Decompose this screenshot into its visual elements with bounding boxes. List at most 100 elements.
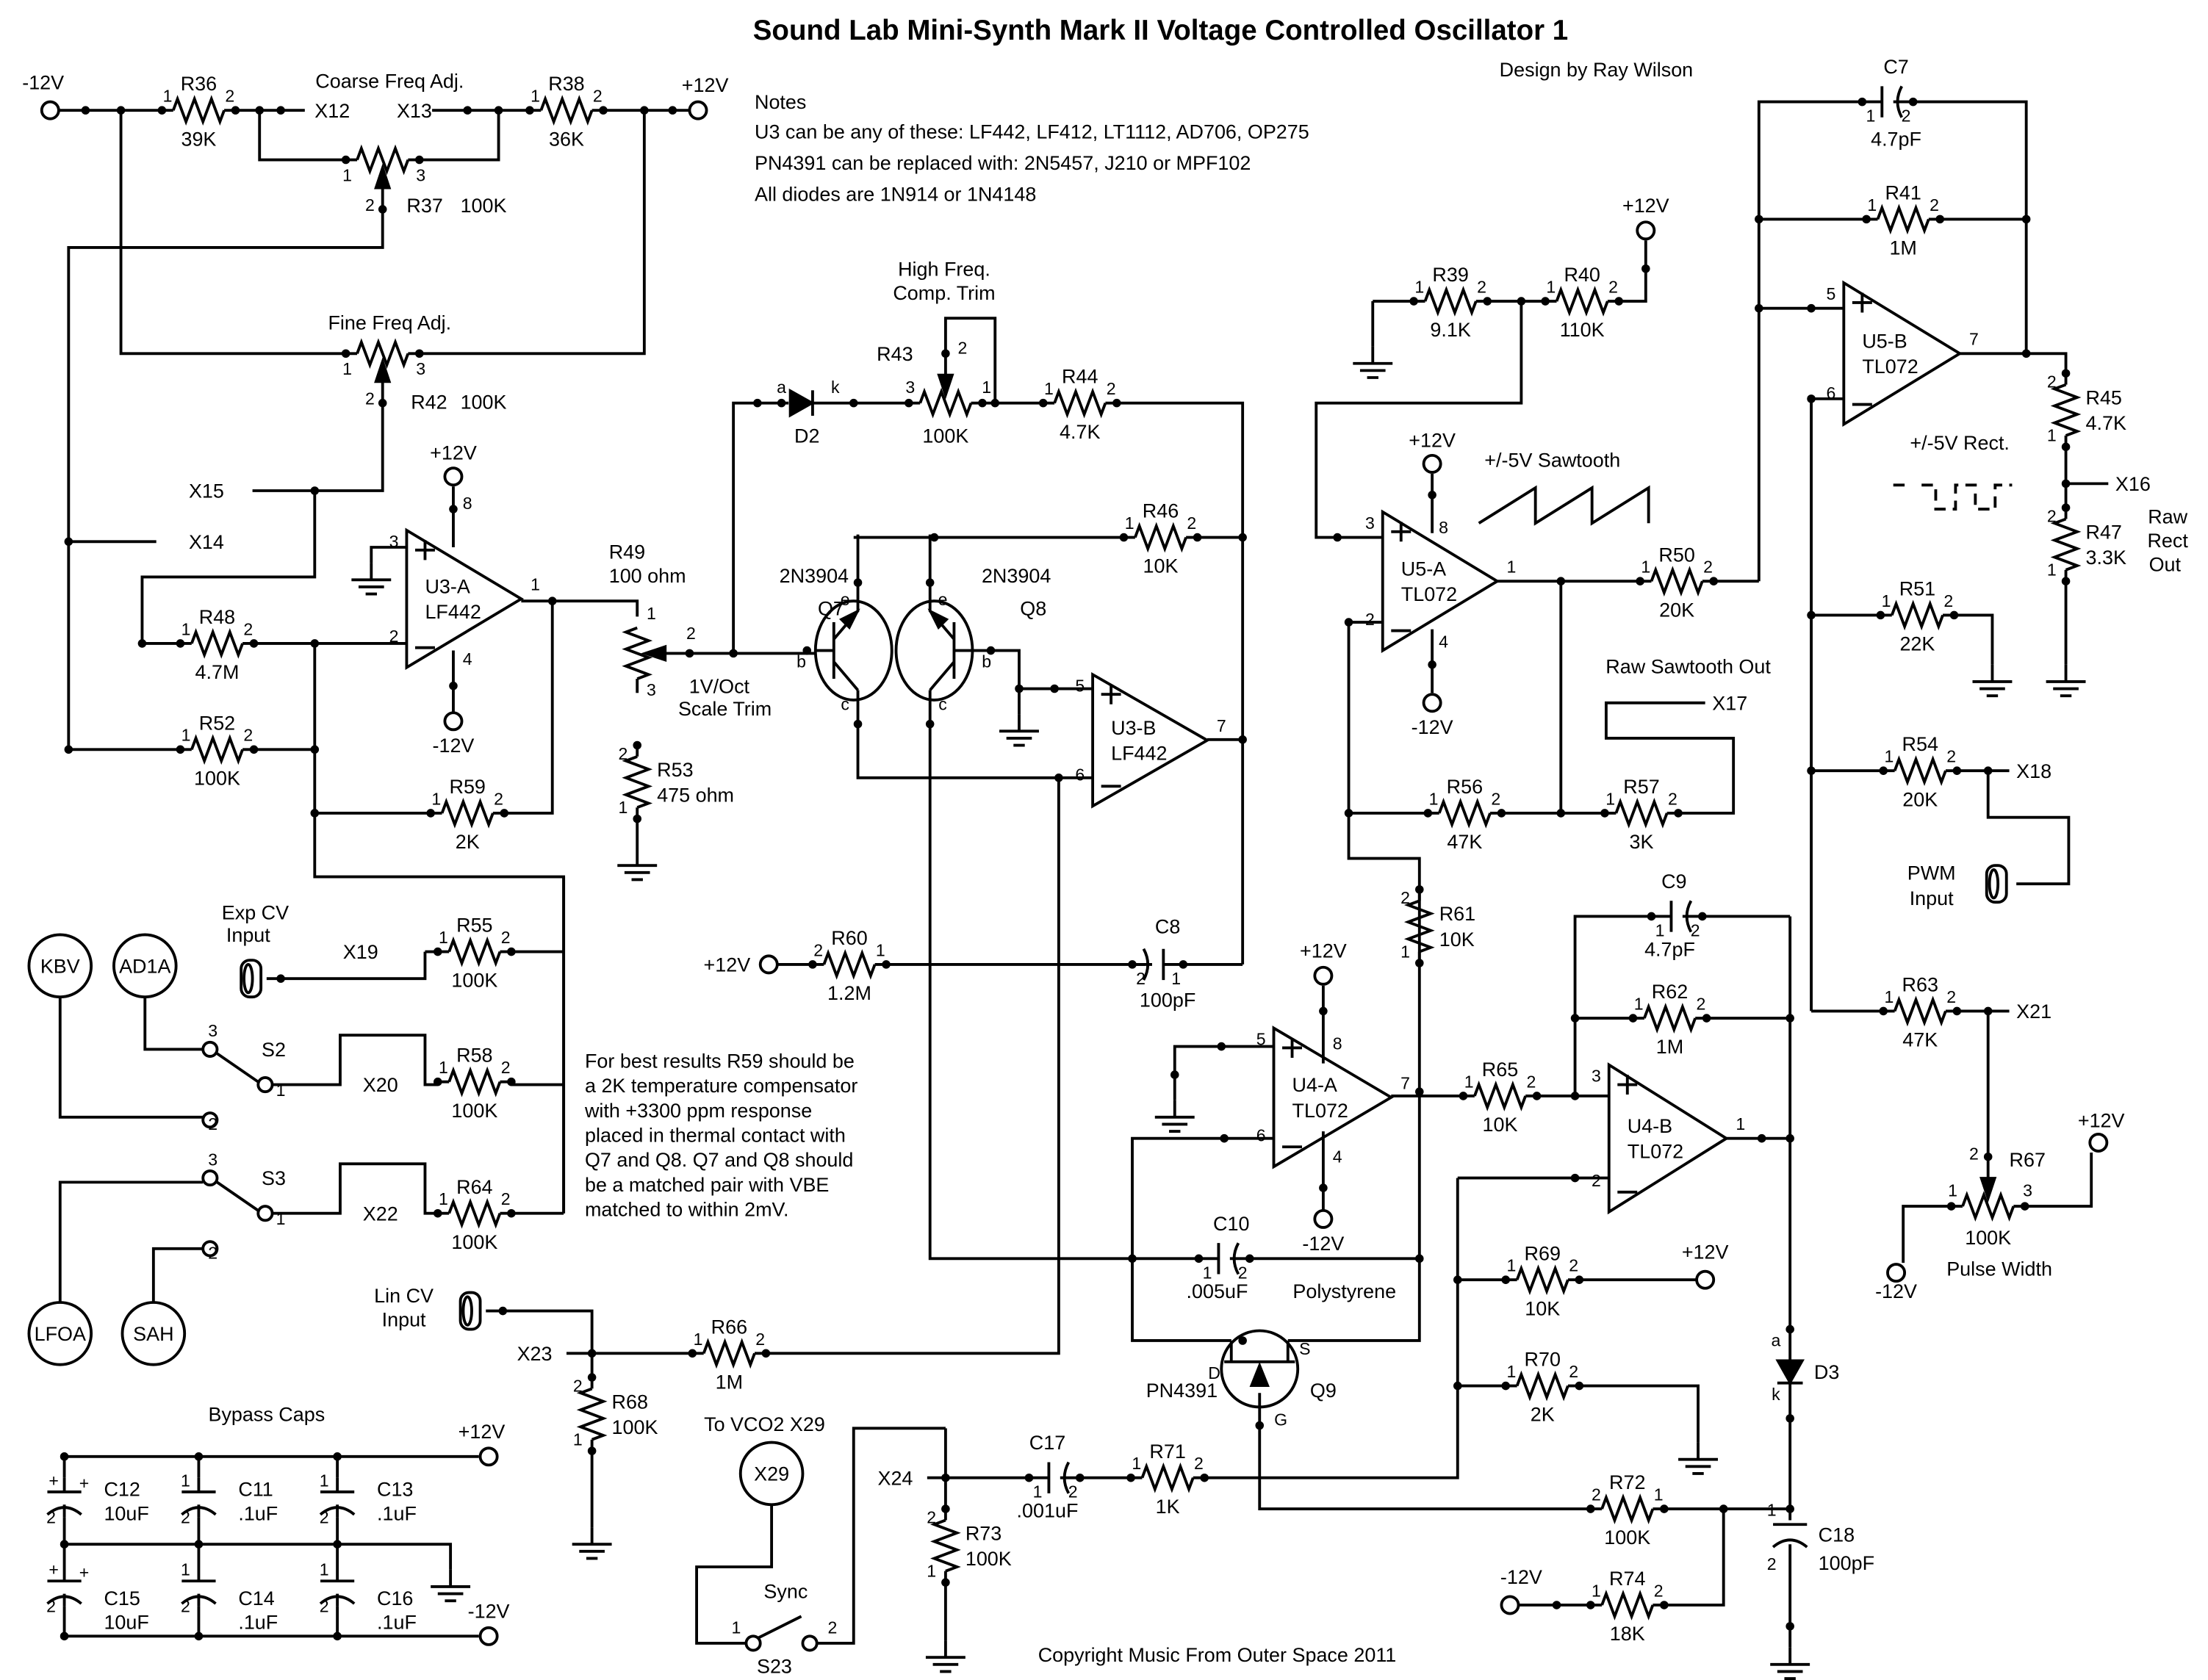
- resistor-ref: R40: [1564, 264, 1600, 286]
- junction-dot: [500, 809, 509, 818]
- jack-icon[interactable]: [240, 959, 263, 999]
- wire: [319, 1566, 356, 1607]
- resistor-value: 100K: [1604, 1526, 1650, 1549]
- terminal-circle-icon: [1313, 1208, 1334, 1229]
- power-terminal: +12V: [704, 954, 779, 976]
- pin-number: 2: [686, 624, 696, 643]
- net-x16: X16: [2115, 473, 2151, 495]
- pin-number: 2: [755, 1330, 765, 1349]
- pin-number: 2: [1400, 888, 1410, 907]
- opamp-ref: U3-B: [1111, 717, 1156, 739]
- junction-dot: [587, 1373, 597, 1382]
- junction-dot: [194, 1540, 204, 1549]
- resistor-ref: R63: [1902, 973, 1938, 995]
- junction-dot: [882, 960, 891, 969]
- opamp-triangle-icon: [1381, 509, 1500, 653]
- resistor-zigzag-icon: [356, 338, 410, 369]
- pin-number: 1: [1867, 195, 1877, 214]
- jack-icon[interactable]: [1985, 864, 2008, 904]
- junction-dot: [1255, 1421, 1265, 1430]
- pin-number: 3: [2023, 1181, 2032, 1200]
- resistor-zigzag-icon: [1134, 522, 1187, 553]
- pin-number: c: [841, 694, 849, 713]
- pin-number: 2: [1136, 969, 1146, 988]
- resistor-value: 100K: [194, 767, 240, 789]
- resistor-ref: R62: [1652, 981, 1688, 1003]
- junction-dot: [463, 106, 472, 115]
- junction-dot: [1807, 610, 1816, 620]
- junction-dot: [1050, 684, 1059, 693]
- raw-rect-label: Raw: [2148, 505, 2187, 527]
- net-x12: X12: [314, 100, 350, 122]
- resistor-zigzag-icon: [918, 387, 973, 419]
- pin-number: 1: [2047, 426, 2057, 445]
- pin-number: 2: [2047, 506, 2057, 525]
- pin-number: 2: [243, 726, 253, 745]
- pin-number: 3: [1365, 513, 1375, 533]
- wire: [1282, 1038, 1303, 1149]
- pin-number: e: [938, 590, 948, 609]
- raw-rect-label: Out: [2149, 554, 2182, 576]
- power-terminal: -12V: [1412, 693, 1453, 738]
- switch-ref: S23: [757, 1655, 792, 1677]
- resistor-zigzag-icon: [2050, 383, 2082, 437]
- power-terminal: +12V: [1300, 940, 1347, 986]
- wire: [216, 1180, 259, 1212]
- junction-dot: [1112, 398, 1121, 408]
- resistor-value: 2K: [1531, 1404, 1555, 1426]
- junction-dot: [1501, 1381, 1510, 1391]
- pin-number: 1: [531, 575, 540, 594]
- opamp-part: TL072: [1292, 1100, 1348, 1122]
- resistor-value: 1M: [1656, 1036, 1683, 1058]
- pin-number: 2: [1969, 1144, 1979, 1164]
- sawtooth-wave-icon: [1478, 485, 1650, 526]
- capacitor-value: .005uF: [1187, 1280, 1248, 1302]
- junction-dot: [849, 398, 858, 408]
- junction-dot: [414, 349, 424, 358]
- pin-number: 1: [573, 1430, 583, 1449]
- power-label: +12V: [430, 442, 477, 464]
- junction-dot: [547, 596, 557, 605]
- capacitor-C13: 12: [320, 1471, 356, 1526]
- resistor-value: 10K: [1143, 555, 1179, 577]
- resistor-zigzag-icon: [440, 798, 495, 829]
- junction-dot: [1532, 1092, 1542, 1100]
- junction-dot: [1570, 1014, 1580, 1023]
- junction-dot: [1755, 303, 1763, 313]
- pin-number: 1: [1507, 1362, 1517, 1381]
- resistor-value: 100K: [965, 1548, 1012, 1570]
- junction-dot: [1319, 1006, 1328, 1016]
- hf-trim-label: Comp. Trim: [893, 282, 995, 304]
- terminal-circle-icon: [758, 954, 779, 975]
- opamp-part: LF442: [425, 601, 481, 623]
- wire: [272, 1034, 564, 1086]
- pin-number: 1: [2047, 560, 2057, 580]
- junction-dot: [414, 155, 424, 165]
- jack-icon[interactable]: [458, 1291, 482, 1331]
- pin-number: 1: [1605, 789, 1615, 808]
- terminal-circle-icon: [443, 711, 464, 732]
- resistor-zigzag-icon: [1650, 566, 1704, 597]
- pin-number: 1: [1429, 789, 1439, 808]
- junction-dot: [1128, 960, 1137, 969]
- wire: [181, 1477, 217, 1518]
- pin-number: 2: [1477, 277, 1486, 296]
- junction-dot: [81, 106, 90, 115]
- lin-cv-label: Input: [382, 1309, 426, 1331]
- junction-dot: [1193, 533, 1202, 542]
- resistor-ref: R66: [711, 1316, 747, 1338]
- fine-freq-label: Fine Freq Adj.: [328, 312, 451, 334]
- wire: [64, 1543, 453, 1570]
- power-terminal: -12V: [468, 1600, 510, 1646]
- note-line: PN4391 can be replaced with: 2N5457, J21…: [755, 152, 1251, 174]
- switch-ref: S2: [262, 1039, 286, 1061]
- wire: [46, 1477, 82, 1518]
